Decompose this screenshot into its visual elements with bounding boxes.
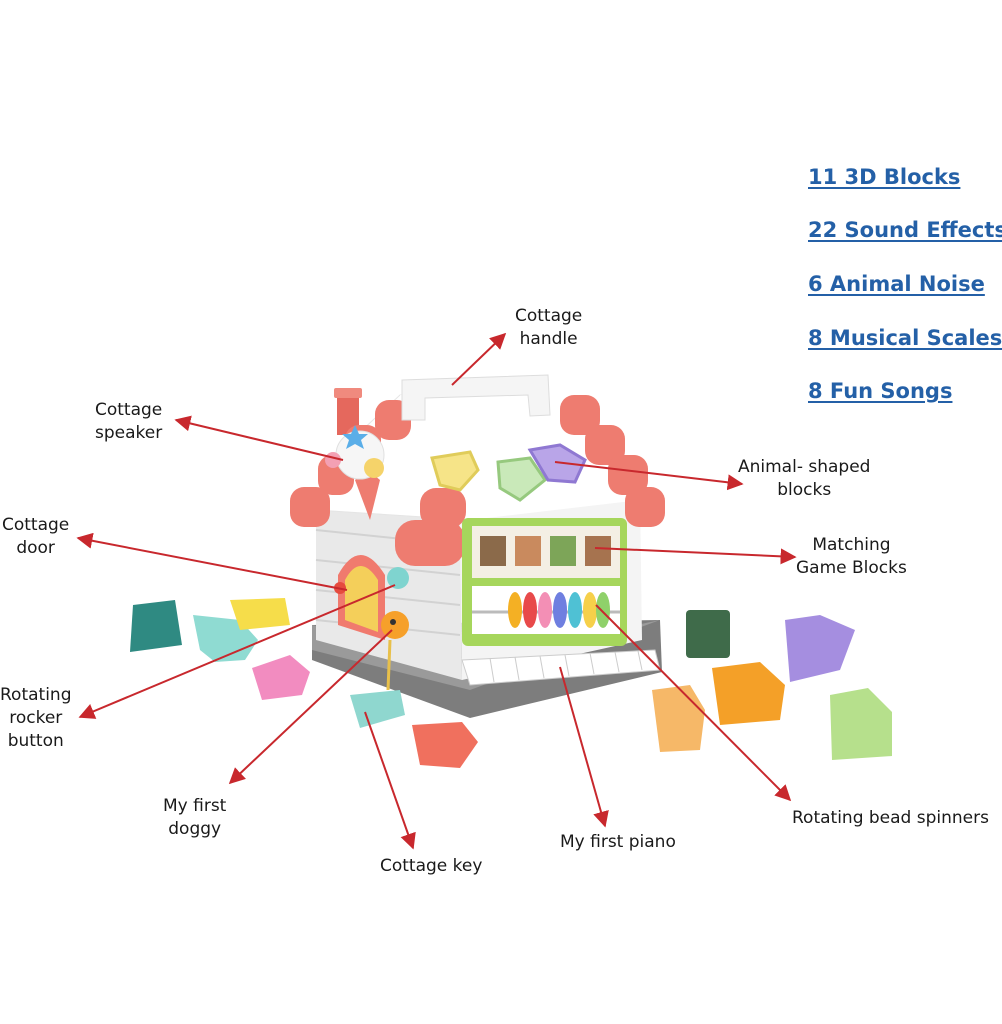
loose-blocks xyxy=(130,598,892,768)
arrow-key xyxy=(364,711,416,850)
arrow-doggy xyxy=(228,629,393,785)
arrow-animal-blocks xyxy=(554,461,744,491)
cottage-roof xyxy=(290,394,665,566)
purple-dog-block xyxy=(785,615,855,682)
yellow-block xyxy=(230,598,290,630)
feature-fun-songs[interactable]: 8 Fun Songs xyxy=(808,379,953,403)
doggy-figure xyxy=(381,611,409,691)
matching-game-panel xyxy=(462,518,627,646)
arrow-rocker xyxy=(78,584,396,719)
cottage-handle xyxy=(401,374,551,421)
dark-green-block xyxy=(686,610,730,658)
feature-sound-effects[interactable]: 22 Sound Effects xyxy=(808,218,1002,242)
label-my-first-piano: My first piano xyxy=(560,832,676,852)
label-rotating-bead-spinners: Rotating bead spinners xyxy=(792,808,989,828)
arrow-door xyxy=(76,532,348,591)
feature-animal-noise[interactable]: 6 Animal Noise xyxy=(808,272,985,296)
annotation-arrows xyxy=(76,332,797,850)
red-block xyxy=(412,722,478,768)
bead-spinners xyxy=(508,592,610,628)
orange-block xyxy=(712,662,785,725)
heart-block xyxy=(830,688,892,760)
cottage-key-block xyxy=(350,690,405,728)
pink-block xyxy=(252,655,310,700)
bear-block xyxy=(652,685,705,752)
arrow-beads xyxy=(595,604,792,802)
chimney xyxy=(334,388,362,435)
animal-shape-slots xyxy=(430,443,587,502)
arrow-matching xyxy=(594,547,797,565)
cottage-speaker xyxy=(325,425,385,480)
rocker-button xyxy=(387,567,409,589)
arrow-handle xyxy=(451,332,507,386)
arrow-piano xyxy=(559,666,609,828)
feature-3d-blocks[interactable]: 11 3D Blocks xyxy=(808,165,961,189)
feature-musical-scales[interactable]: 8 Musical Scales xyxy=(808,326,1002,350)
label-cottage-key: Cottage key xyxy=(380,856,483,876)
triangle-block xyxy=(130,600,182,652)
arrow-speaker xyxy=(174,415,344,461)
